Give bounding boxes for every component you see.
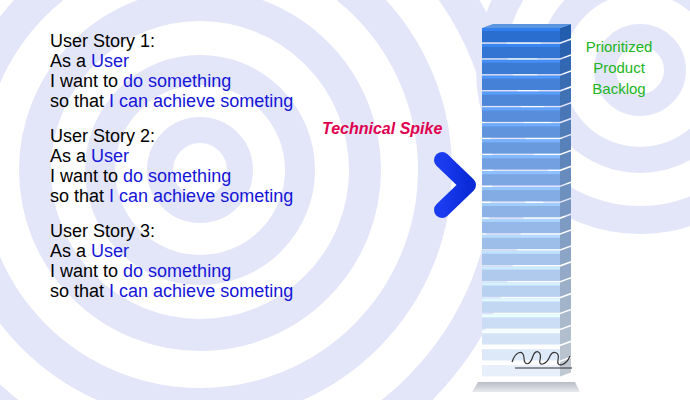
story-keyword: so that (50, 91, 104, 111)
story-value: I can achieve someting (109, 186, 293, 206)
story-line: As aUser (50, 146, 129, 166)
story-value: do something (123, 71, 231, 91)
story-line: so thatI can achieve someting (50, 186, 293, 206)
backlog-heading: Prioritized Product Backlog (573, 36, 665, 99)
story-value: User (91, 146, 129, 166)
story-keyword: As a (50, 241, 86, 261)
story-keyword: I want to (50, 261, 118, 281)
story-line: User Story 1: (50, 31, 155, 51)
story-line: As aUser (50, 241, 129, 261)
story-value: do something (123, 166, 231, 186)
story-line: I want todo something (50, 261, 231, 281)
story-keyword: As a (50, 51, 86, 71)
story-value: User (91, 51, 129, 71)
story-keyword: so that (50, 186, 104, 206)
backlog-tower (472, 24, 580, 392)
story-keyword: I want to (50, 71, 118, 91)
backlog-stack: Prioritized Product Backlog (476, 20, 676, 392)
story-value: User (91, 241, 129, 261)
story-title: User Story 3: (50, 221, 155, 241)
story-value: do something (123, 261, 231, 281)
story-keyword: I want to (50, 166, 118, 186)
flow-arrow (362, 160, 468, 210)
story-line: so thatI can achieve someting (50, 281, 293, 301)
story-keyword: As a (50, 146, 86, 166)
story-line: As aUser (50, 51, 129, 71)
story-value: I can achieve someting (109, 91, 293, 111)
story-line: I want todo something (50, 166, 231, 186)
story-title: User Story 1: (50, 31, 155, 51)
story-value: I can achieve someting (109, 281, 293, 301)
story-line: User Story 3: (50, 221, 155, 241)
story-title: User Story 2: (50, 126, 155, 146)
story-line: User Story 2: (50, 126, 155, 146)
story-keyword: so that (50, 281, 104, 301)
spike-label: Technical Spike (322, 120, 442, 138)
story-line: so thatI can achieve someting (50, 91, 293, 111)
signature (512, 352, 572, 368)
story-line: I want todo something (50, 71, 231, 91)
